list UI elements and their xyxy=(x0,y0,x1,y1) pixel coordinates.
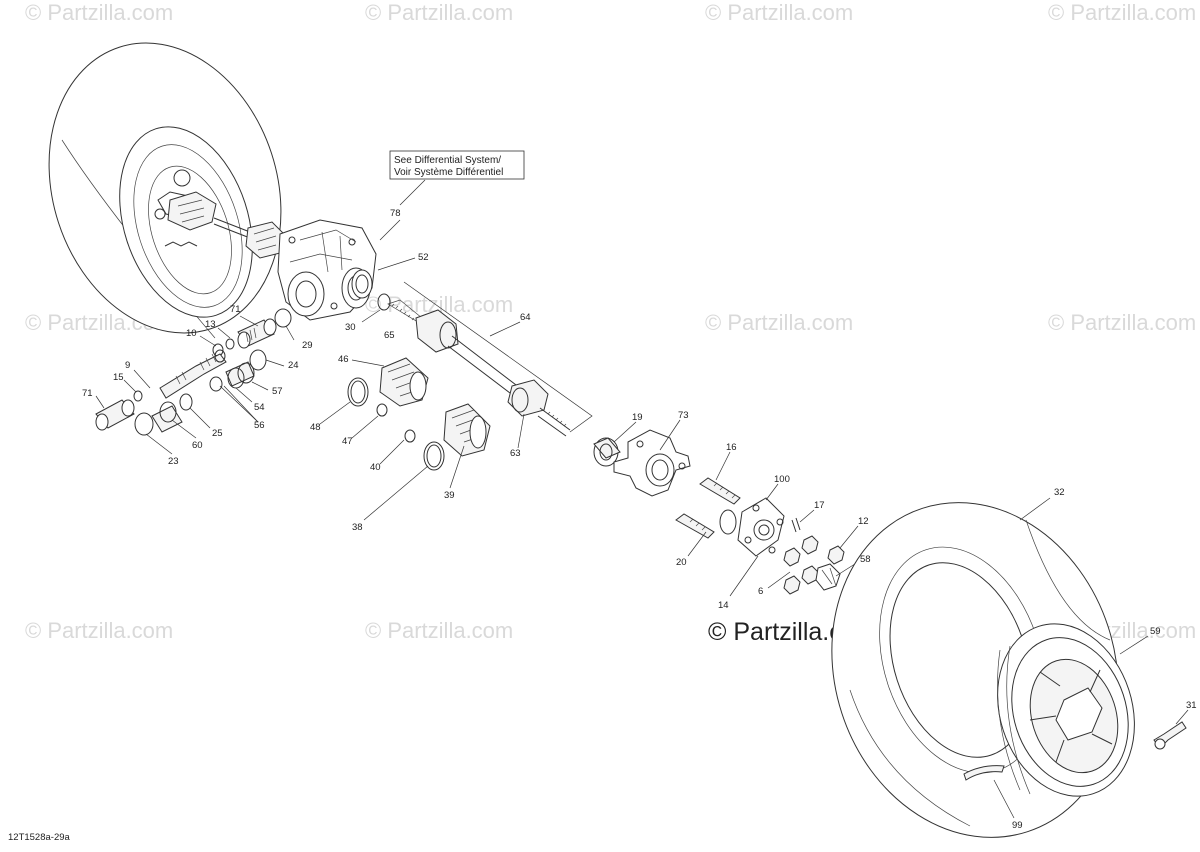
part-label: 24 xyxy=(288,360,299,371)
part-label: 12 xyxy=(858,516,869,527)
part-label: 46 xyxy=(338,354,349,365)
watermark: © Partzilla.com xyxy=(1048,0,1196,25)
part-label: 99 xyxy=(1012,820,1023,831)
part-label: 56 xyxy=(254,420,265,431)
right-wheel-rim xyxy=(997,623,1135,797)
hub-parts xyxy=(675,451,859,597)
watermark: © Partzilla.com xyxy=(1048,310,1196,335)
part-label: 23 xyxy=(168,456,179,467)
part-label: 38 xyxy=(352,522,363,533)
part-label: 64 xyxy=(520,312,531,323)
watermark: © Partzilla.com xyxy=(705,0,853,25)
note-line-2: Voir Système Différentiel xyxy=(394,167,503,178)
part-label: 10 xyxy=(186,328,197,339)
part-label: 6 xyxy=(758,586,763,597)
part-label: 29 xyxy=(302,340,313,351)
part-label: 48 xyxy=(310,422,321,433)
part-label: 31 xyxy=(1186,700,1197,711)
part-label: 39 xyxy=(444,490,455,501)
part-label: 25 xyxy=(212,428,223,439)
part-label: 9 xyxy=(125,360,130,371)
bearing-and-knuckle xyxy=(517,413,691,497)
watermarks: © Partzilla.com © Partzilla.com © Partzi… xyxy=(25,0,1196,646)
part-label: 17 xyxy=(814,500,825,511)
part-label: 15 xyxy=(113,372,124,383)
part-label: 71 xyxy=(230,304,241,315)
watermark: © Partzilla.com xyxy=(25,618,173,643)
watermark: © Partzilla.com xyxy=(365,0,513,25)
part-label: 16 xyxy=(726,442,737,453)
part-label: 19 xyxy=(632,412,643,423)
part-label: 73 xyxy=(678,410,689,421)
part-label: 32 xyxy=(1054,487,1065,498)
right-drive-shaft xyxy=(387,281,593,437)
part-label: 58 xyxy=(860,554,871,565)
watermark: © Partzilla.com xyxy=(705,310,853,335)
part-label: 57 xyxy=(272,386,283,397)
part-label: 30 xyxy=(345,322,356,333)
part-label: 63 xyxy=(510,448,521,459)
differential-note: See Differential System/ Voir Système Di… xyxy=(389,150,525,206)
seal-and-circlip xyxy=(351,219,416,323)
note-line-1: See Differential System/ xyxy=(394,155,501,166)
valve-stem xyxy=(1153,709,1189,750)
balance-weight xyxy=(963,765,1015,819)
part-label: 40 xyxy=(370,462,381,473)
leader-lines-left xyxy=(95,315,295,455)
inner-joint-parts xyxy=(95,308,292,436)
part-label: 65 xyxy=(384,330,395,341)
part-labels: 78 52 30 64 65 71 13 10 9 15 71 29 24 57… xyxy=(82,208,1197,831)
part-label: 54 xyxy=(254,402,265,413)
part-label: 47 xyxy=(342,436,353,447)
watermark: © Partzilla.com xyxy=(365,618,513,643)
part-label: 13 xyxy=(205,319,216,330)
part-label: 52 xyxy=(418,252,429,263)
diagram-code: 12T1528a-29a xyxy=(8,832,71,843)
part-label: 71 xyxy=(82,388,93,399)
leader-lines-wheel xyxy=(1019,497,1149,655)
part-label: 60 xyxy=(192,440,203,451)
part-label: 78 xyxy=(390,208,401,219)
part-label: 59 xyxy=(1150,626,1161,637)
part-label: 14 xyxy=(718,600,729,611)
watermark: © Partzilla.com xyxy=(25,0,173,25)
boots-and-clamps xyxy=(319,357,491,521)
part-label: 20 xyxy=(676,557,687,568)
part-label: 100 xyxy=(774,474,790,485)
